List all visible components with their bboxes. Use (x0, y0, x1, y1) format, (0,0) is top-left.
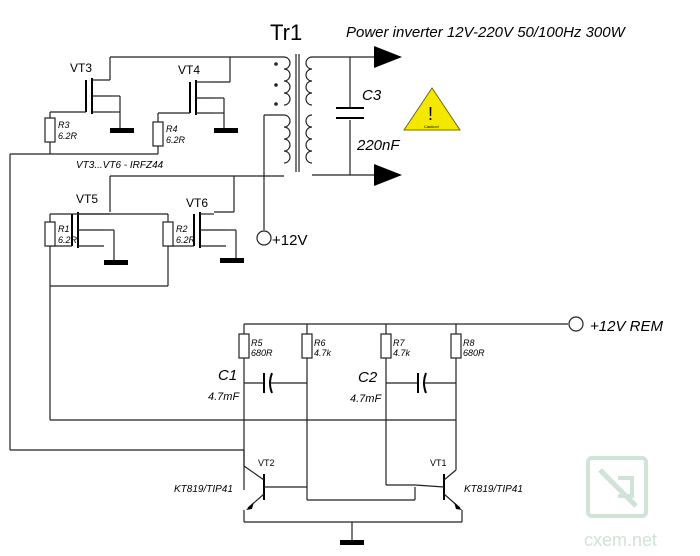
schematic-title: Power inverter 12V-220V 50/100Hz 300W (346, 24, 627, 41)
vt2-type: KT819/TIP41 (174, 484, 233, 495)
mosfet-vt4 (158, 57, 238, 133)
bjt-vt1 (307, 420, 462, 510)
supply-12v-label: +12V (272, 232, 307, 249)
mosfet-note: VT3...VT6 - IRFZ44 (76, 160, 164, 171)
transformer-label: Tr1 (270, 20, 302, 45)
svg-text:Caution!: Caution! (424, 124, 439, 129)
vt6-label: VT6 (186, 196, 208, 210)
resistor-r6 (301, 333, 313, 359)
c1-label: C1 (218, 367, 237, 384)
c2-value: 4.7mF (350, 393, 382, 405)
transformer-tr1 (274, 54, 313, 172)
c3-value: 220nF (356, 137, 400, 154)
c3-label: C3 (362, 87, 382, 104)
r1-value: 6.2R (58, 235, 78, 245)
resistor-r7 (380, 333, 392, 359)
c1-value: 4.7mF (208, 391, 240, 403)
vt4-label: VT4 (178, 63, 200, 77)
r4-label: R4 (166, 124, 178, 134)
watermark-text: cxem.net (584, 530, 657, 550)
r2-label: R2 (176, 224, 188, 234)
mosfet-vt3 (50, 57, 134, 133)
warning-icon: ! Caution! (403, 87, 461, 131)
r7-value: 4.7k (393, 348, 411, 358)
supply-12v-rem-label: +12V REM (590, 318, 663, 335)
vt1-type: KT819/TIP41 (464, 484, 523, 495)
r2-value: 6.2R (176, 235, 196, 245)
vt3-label: VT3 (70, 61, 92, 75)
r8-value: 680R (463, 348, 485, 358)
ground-symbol (340, 540, 364, 545)
r5-label: R5 (251, 338, 263, 348)
r6-label: R6 (314, 338, 326, 348)
bjt-vt2 (243, 450, 307, 510)
mosfet-vt6 (168, 176, 244, 263)
vt1-label: VT1 (430, 458, 447, 468)
output-arrow-bottom-icon (374, 164, 402, 186)
resistor-r5 (238, 333, 250, 359)
resistor-r8 (450, 333, 462, 359)
resistor-r1 (44, 221, 56, 247)
resistor-r4 (152, 121, 164, 147)
svg-text:!: ! (428, 104, 433, 124)
r3-value: 6.2R (58, 131, 78, 141)
r4-value: 6.2R (166, 135, 186, 145)
supply-terminal-12v-rem (568, 316, 584, 332)
vt5-label: VT5 (76, 192, 98, 206)
mosfet-vt5 (50, 176, 128, 265)
c2-label: C2 (358, 369, 378, 386)
r3-label: R3 (58, 120, 70, 130)
r1-label: R1 (58, 224, 70, 234)
r5-value: 680R (251, 348, 273, 358)
r7-label: R7 (393, 338, 405, 348)
resistor-r3 (44, 117, 56, 143)
output-arrow-top-icon (374, 46, 402, 68)
vt2-label: VT2 (258, 458, 275, 468)
watermark-logo-icon (586, 456, 648, 518)
resistor-r2 (162, 221, 174, 247)
r8-label: R8 (463, 338, 475, 348)
supply-terminal-12v (256, 230, 272, 246)
r6-value: 4.7k (314, 348, 332, 358)
